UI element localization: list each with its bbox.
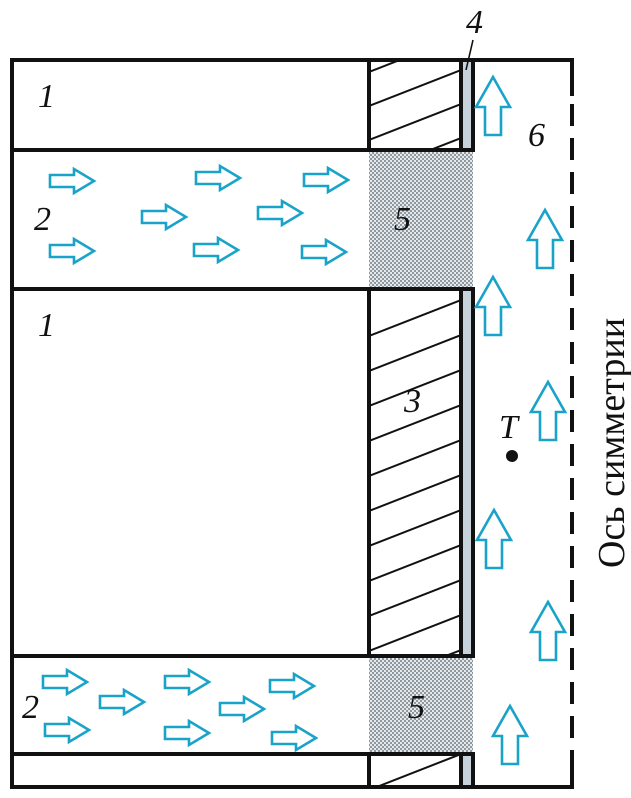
arrow-up-icon [473, 274, 513, 337]
hatch-line [369, 334, 461, 372]
structure-outline [10, 58, 574, 789]
hatch-line [369, 299, 461, 337]
arrow-right-icon [140, 202, 189, 232]
mesh-zone-top [369, 150, 473, 289]
arrow-right-icon [163, 667, 212, 697]
arrow-right-icon [41, 667, 90, 697]
hatch-line [369, 439, 461, 477]
arrow-right-icon [192, 235, 241, 265]
flow-arrows [41, 74, 568, 766]
arrow-right-icon [302, 165, 351, 195]
arrow-up-icon [525, 207, 565, 270]
label-1-top: 1 [38, 78, 55, 115]
symmetry-axis-label: Ось симметрии [591, 318, 631, 568]
hatch-line [369, 579, 461, 617]
label-5-top: 5 [394, 201, 411, 238]
arrow-right-icon [163, 718, 212, 748]
hatch-bottom [373, 754, 461, 787]
label-2-bottom: 2 [22, 689, 39, 726]
label-3: 3 [403, 383, 421, 420]
gray-strip-top [461, 60, 473, 150]
label-2-top: 2 [34, 201, 51, 238]
arrow-right-icon [300, 237, 349, 267]
hatch-line [369, 544, 461, 582]
point-t-marker [506, 450, 518, 462]
hatch-mid [369, 299, 461, 656]
label-1-mid: 1 [38, 307, 55, 344]
arrow-up-icon [528, 379, 568, 442]
label-5-bottom: 5 [408, 689, 425, 726]
hatch-line [369, 614, 461, 652]
arrow-up-icon [473, 74, 513, 137]
hatch-top [369, 60, 461, 150]
label-4: 4 [466, 4, 483, 41]
mesh-zone-bottom [369, 656, 473, 754]
arrow-right-icon [194, 163, 243, 193]
gray-strip-mid [461, 289, 473, 656]
arrow-up-icon [490, 703, 530, 766]
label-6: 6 [528, 117, 545, 154]
arrow-right-icon [98, 687, 147, 717]
arrow-right-icon [48, 166, 97, 196]
hatch-line [369, 404, 461, 442]
label-point-t: T [499, 409, 520, 446]
arrow-right-icon [48, 236, 97, 266]
arrow-right-icon [43, 715, 92, 745]
hatch-line [369, 474, 461, 512]
arrow-right-icon [268, 671, 317, 701]
hatch-line [369, 509, 461, 547]
arrow-right-icon [218, 694, 267, 724]
arrow-right-icon [270, 723, 319, 753]
arrow-right-icon [256, 198, 305, 228]
gray-strip-bottom [461, 754, 473, 787]
arrow-up-icon [528, 599, 568, 662]
label-4-leader [465, 39, 474, 71]
arrow-up-icon [474, 507, 514, 570]
hatch-line [369, 369, 461, 407]
